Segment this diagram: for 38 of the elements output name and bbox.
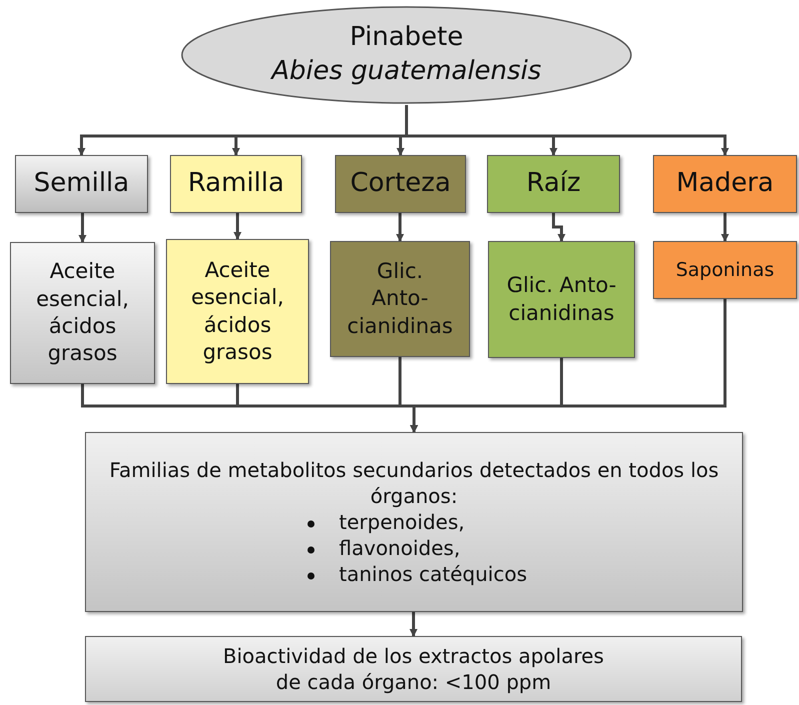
organ-box	[170, 155, 302, 213]
metabolite-families-box	[85, 432, 743, 612]
ellipse-node	[180, 5, 633, 105]
bioactivity-box	[85, 636, 742, 702]
arrow	[405, 105, 729, 156]
compound-box	[653, 241, 797, 299]
arrow	[396, 213, 404, 242]
list-item-text: flavonoides,	[339, 535, 462, 561]
box-text: Saponinas	[676, 258, 774, 282]
organ-box	[487, 155, 620, 213]
box-text: Bioactividad de los extractos apolares de cada órgano: <100 ppm	[222, 643, 605, 695]
compound-box	[166, 239, 309, 384]
list-item-text: terpenoides,	[339, 509, 466, 535]
list-item-text: taninos catéquicos	[339, 561, 527, 587]
arrow	[234, 213, 242, 240]
box-text: Corteza	[350, 167, 451, 200]
box-text: Ramilla	[188, 167, 284, 200]
organ-box	[653, 155, 797, 213]
compound-box	[330, 241, 470, 357]
arrow	[721, 213, 729, 242]
common-name: Pinabete	[350, 21, 464, 54]
organ-box	[335, 155, 466, 213]
box-text: Glic. Anto-cianidinas	[506, 272, 618, 326]
arrow	[552, 213, 566, 242]
arrow	[410, 299, 726, 433]
box-text: Aceite esencial, ácidos grasos	[190, 256, 285, 366]
compound-box	[488, 241, 635, 358]
compound-box	[10, 242, 155, 384]
box-text: Familias de metabolitos secundarios detectados en todos los órganos:	[108, 457, 720, 509]
box-text: Glic. Anto-cianidinas	[347, 258, 453, 340]
box-text: Raíz	[526, 167, 581, 200]
arrow	[410, 612, 418, 637]
scientific-name: Abies guatemalensis	[272, 55, 542, 88]
box-text: Madera	[676, 167, 774, 200]
organ-box	[15, 155, 148, 213]
box-text: Semilla	[34, 167, 130, 200]
box-text: Aceite esencial, ácidos grasos	[35, 258, 130, 368]
arrow	[78, 213, 86, 243]
